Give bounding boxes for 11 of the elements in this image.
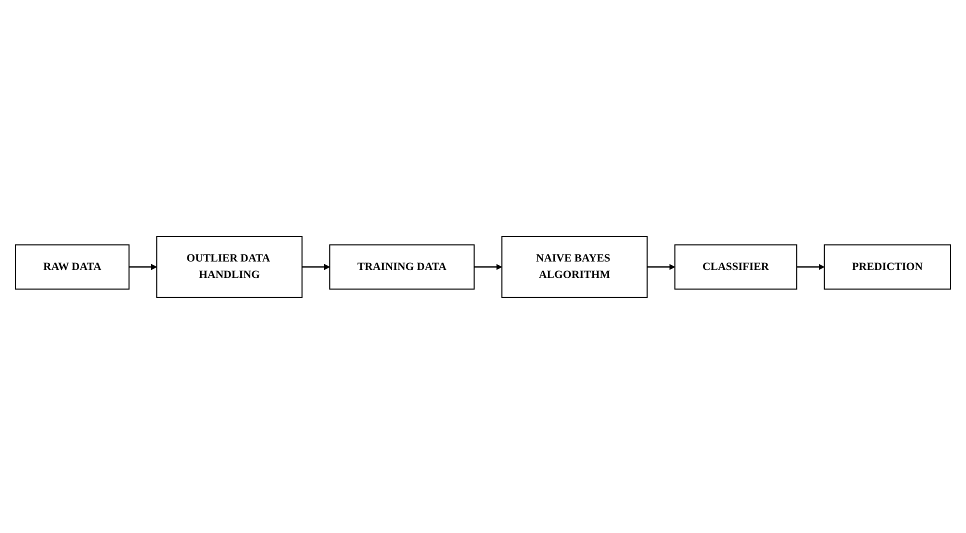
- node-box: NAIVE BAYES ALGORITHM: [501, 236, 648, 298]
- arrow: [474, 263, 502, 270]
- node-box: OUTLIER DATA HANDLING: [156, 236, 303, 298]
- arrow: [647, 263, 676, 270]
- node-box: RAW DATA: [15, 244, 130, 290]
- node-box: TRAINING DATA: [329, 244, 475, 290]
- node-box: CLASSIFIER: [674, 244, 798, 290]
- arrow: [302, 263, 330, 270]
- arrow: [796, 263, 825, 270]
- node-box: PREDICTION: [824, 244, 951, 290]
- arrow: [129, 263, 157, 270]
